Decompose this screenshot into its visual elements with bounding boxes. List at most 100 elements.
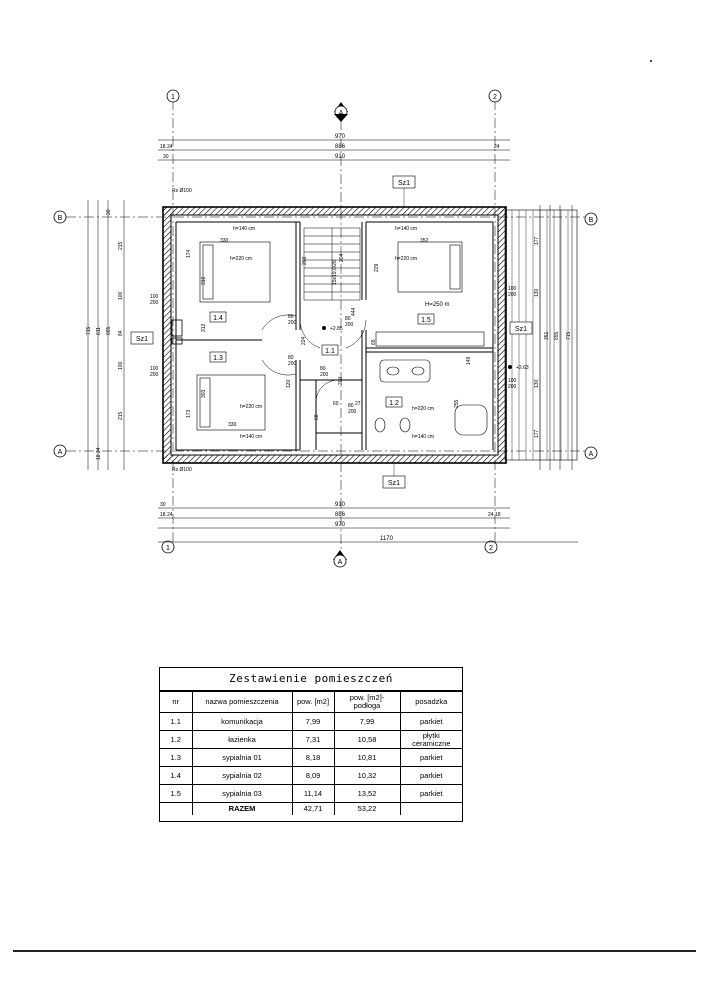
room-schedule-grid: nr nazwa pomieszczenia pow. [m2] pow. [m… xyxy=(160,691,462,815)
svg-text:A: A xyxy=(339,110,344,117)
table-row: 1.2 łazienka 7,31 10,58 płytki ceramiczn… xyxy=(160,730,462,749)
svg-text:316: 316 xyxy=(201,276,207,285)
floor-plan-drawing: 1 2 1 2 B B A A A A xyxy=(53,89,598,568)
svg-text:1.5: 1.5 xyxy=(421,317,431,324)
dim-bottom-inner: 886 xyxy=(335,512,346,518)
svg-text:18 24: 18 24 xyxy=(96,447,102,460)
section-marker-bottom: A xyxy=(333,550,347,568)
svg-text:A: A xyxy=(589,451,594,458)
height-label-6: h=140 cm xyxy=(240,434,262,440)
height-label-2: h=220 cm xyxy=(230,256,252,262)
svg-text:149: 149 xyxy=(466,356,472,365)
cell-empty xyxy=(399,802,462,815)
axis-bubble-rowA-right: A xyxy=(584,446,598,460)
dim-top-total: 970 xyxy=(335,134,346,140)
height-label-1: h=140 cm xyxy=(233,226,255,232)
cell-area: 8,18 xyxy=(291,748,335,767)
bed-room-14 xyxy=(199,241,271,303)
col-header-name: nazwa pomieszczenia xyxy=(191,691,293,713)
bed-room-15 xyxy=(397,241,463,293)
section-label-left-box xyxy=(130,331,154,345)
dim-top-left-30: 30 xyxy=(163,154,169,160)
room-schedule-title: Zestawienie pomieszczeń xyxy=(160,668,462,691)
axis-bubble-col2-bottom: 2 xyxy=(484,540,498,554)
cell-name: komunikacja xyxy=(191,712,293,731)
dim-bottom-clear: 910 xyxy=(335,502,346,508)
table-total-row: RAZEM 42,71 53,22 xyxy=(160,802,462,815)
col-header-area: pow. [m2] xyxy=(291,691,335,713)
cell-nr: 1.5 xyxy=(160,784,193,803)
section-leader-lines xyxy=(393,188,405,476)
inner-dimension-labels: 330 352 316 174 303 173 330 200 229 444 … xyxy=(186,238,472,428)
room-number-1-3: 1.3 xyxy=(209,351,227,363)
svg-text:1.1: 1.1 xyxy=(325,348,335,355)
svg-text:60: 60 xyxy=(333,401,339,407)
bottom-dimension-lines xyxy=(158,507,578,543)
height-label-8: h=140 cm xyxy=(412,434,434,440)
svg-text:A: A xyxy=(338,559,343,566)
svg-text:173: 173 xyxy=(186,409,192,418)
table-row: 1.4 sypialnia 02 8,09 10,32 parkiet xyxy=(160,766,462,785)
table-row: 1.1 komunikacja 7,99 7,99 parkiet xyxy=(160,712,462,731)
col-header-flooring: posadzka xyxy=(399,691,462,713)
svg-text:303: 303 xyxy=(201,389,207,398)
svg-text:15x19,0/26: 15x19,0/26 xyxy=(332,260,338,285)
room-schedule-table: Zestawienie pomieszczeń nr nazwa pomiesz… xyxy=(159,667,463,822)
room-number-1-5: 1.5 xyxy=(417,313,435,325)
svg-text:177: 177 xyxy=(534,429,540,438)
cell-flooring: parkiet xyxy=(399,784,462,803)
level-label-1: +2.85 xyxy=(330,326,343,332)
cell-area: 11,14 xyxy=(291,784,335,803)
height-label-7: h=220 cm xyxy=(412,406,434,412)
svg-text:200: 200 xyxy=(338,376,344,385)
cell-flooring: płytki ceramiczne xyxy=(399,730,462,749)
axis-bubble-col1-bottom: 1 xyxy=(161,540,175,554)
cell-name: sypialnia 01 xyxy=(191,748,293,767)
pipe-label-top: Rs Ø100 xyxy=(172,188,192,194)
cell-floor-area: 13,52 xyxy=(333,784,401,803)
room-number-1-4: 1.4 xyxy=(209,311,227,323)
svg-text:352: 352 xyxy=(420,238,429,244)
svg-text:255: 255 xyxy=(454,399,460,408)
svg-text:229: 229 xyxy=(374,263,380,272)
height-label-main: H=250 m xyxy=(425,302,450,308)
cell-total-floor-area: 53,22 xyxy=(333,802,401,815)
dim-top-left-small: 18 24 xyxy=(160,144,173,150)
svg-text:A: A xyxy=(58,449,63,456)
svg-text:174: 174 xyxy=(186,249,192,258)
cell-nr: 1.3 xyxy=(160,748,193,767)
svg-text:444: 444 xyxy=(351,307,357,316)
svg-text:130: 130 xyxy=(534,288,540,297)
cell-nr: 1.1 xyxy=(160,712,193,731)
svg-text:1.2: 1.2 xyxy=(389,400,399,407)
bathroom-fixtures xyxy=(374,331,488,436)
svg-text:84: 84 xyxy=(118,330,124,336)
level-label-2: +2.63 xyxy=(516,365,529,371)
pipe-label-bottom: Rs Ø100 xyxy=(172,467,192,473)
cell-floor-area: 10,32 xyxy=(333,766,401,785)
svg-text:200: 200 xyxy=(302,256,308,265)
scan-speck xyxy=(650,60,652,62)
section-label-right-box xyxy=(509,321,533,335)
bed-room-13 xyxy=(196,374,266,431)
svg-text:177: 177 xyxy=(534,236,540,245)
outer-walls xyxy=(162,206,507,464)
cell-floor-area: 7,99 xyxy=(333,712,401,731)
svg-text:120: 120 xyxy=(286,379,292,388)
cell-empty xyxy=(160,802,193,815)
section-marker-top: A xyxy=(334,102,348,122)
table-row: 1.3 sypialnia 01 8,18 10,81 parkiet xyxy=(160,748,462,767)
cell-name: łazienka xyxy=(191,730,293,749)
svg-text:204: 204 xyxy=(339,253,345,262)
level-marker-icon xyxy=(322,326,326,330)
dim-bottom-left-30: 30 xyxy=(160,502,166,508)
page-bottom-rule xyxy=(13,950,696,952)
ventilation-shafts xyxy=(171,319,183,345)
svg-text:215: 215 xyxy=(118,241,124,250)
section-label-top: Sz1 xyxy=(398,180,410,187)
